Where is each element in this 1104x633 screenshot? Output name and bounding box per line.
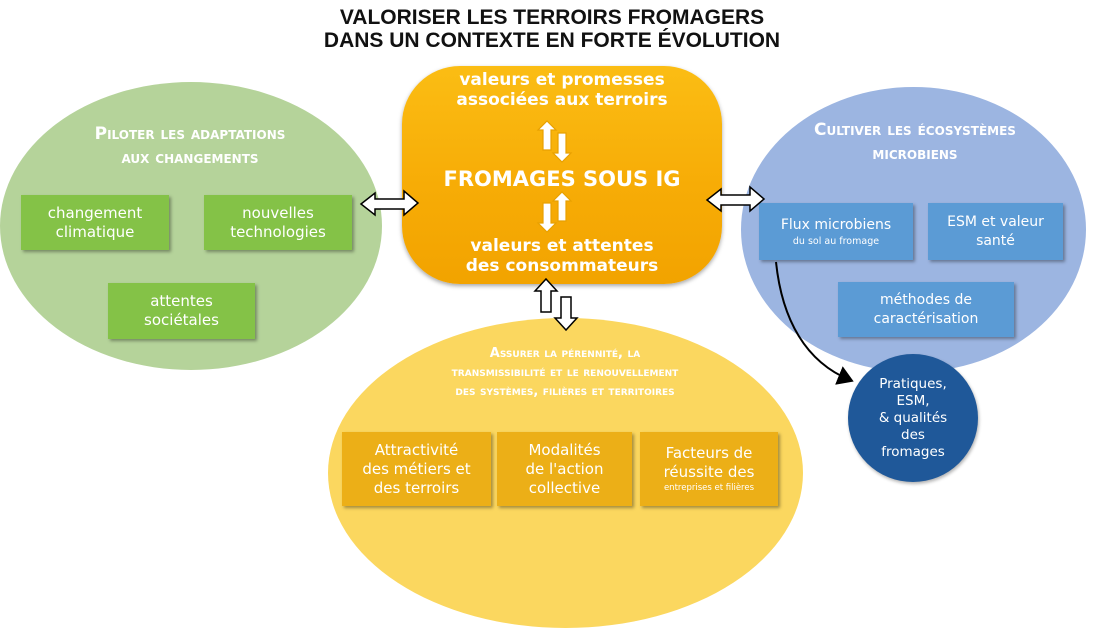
adaptation-title: Piloter les adaptations aux changements (40, 122, 340, 170)
center-upper-exchange-arrows-icon (536, 120, 573, 163)
attractiveness-line-2: des métiers et (362, 459, 471, 478)
result-line-3: & qualités (878, 409, 948, 426)
center-top-text: valeurs et promesses associées aux terro… (402, 70, 722, 110)
right-double-arrow-icon (705, 185, 766, 213)
climate-change-line-2: climatique (55, 222, 135, 241)
center-main-label: FROMAGES SOUS IG (443, 167, 681, 191)
center-top-line-2: associées aux terroirs (456, 90, 668, 110)
attractiveness-box: Attractivité des métiers et des terroirs (342, 432, 491, 506)
collective-action-line-2: de l'action (525, 459, 604, 478)
collective-action-line-1: Modalités (528, 440, 601, 459)
new-technologies-box: nouvelles technologies (204, 195, 352, 250)
left-double-arrow-icon (359, 189, 420, 217)
microbial-flow-subtext: du sol au fromage (792, 235, 880, 247)
sustainability-title: Assurer la pérennité, la transmissibilit… (380, 344, 750, 401)
microbial-flow-line-1: Flux microbiens (780, 216, 892, 233)
attractiveness-line-1: Attractivité (374, 440, 459, 459)
center-lower-exchange-arrows-icon (536, 191, 573, 233)
result-line-5: fromages (881, 443, 945, 460)
center-box (402, 66, 722, 284)
success-factors-box: Facteurs de réussite des entreprises et … (640, 432, 778, 506)
microbial-title-line-1: Cultiver les écosystèmes (814, 120, 1016, 140)
bottom-vertical-arrows-icon (533, 277, 579, 332)
center-bottom-line-1: valeurs et attentes (470, 236, 654, 256)
adaptation-title-line-1: Piloter les adaptations (94, 124, 286, 144)
sustainability-title-line-2: transmissibilité et le renouvellement (451, 365, 679, 380)
result-line-1: Pratiques, (879, 375, 947, 392)
flow-curve-arrow-icon (775, 261, 854, 385)
center-bottom-text: valeurs et attentes des consommateurs (402, 236, 722, 276)
microbial-title: Cultiver les écosystèmes microbiens (765, 118, 1065, 166)
characterisation-methods-box: méthodes de caractérisation (838, 282, 1014, 337)
societal-expectations-line-1: attentes (150, 292, 213, 310)
esm-health-line-1: ESM et valeur (947, 213, 1044, 230)
new-technologies-line-2: technologies (230, 222, 326, 241)
title-line-2: DANS UN CONTEXTE EN FORTE ÉVOLUTION (323, 29, 781, 52)
sustainability-title-line-1: Assurer la pérennité, la (489, 346, 641, 361)
result-line-4: des (901, 426, 925, 443)
climate-change-box: changement climatique (21, 195, 169, 250)
characterisation-methods-line-2: caractérisation (873, 310, 979, 327)
adaptation-title-line-2: aux changements (121, 148, 259, 168)
success-factors-line-1: Facteurs de (665, 443, 753, 462)
sustainability-title-line-3: des systèmes, filières et territoires (455, 384, 675, 399)
center-bottom-line-2: des consommateurs (465, 256, 659, 276)
success-factors-subtext: entreprises et filières (663, 482, 755, 493)
collective-action-line-3: collective (528, 478, 601, 497)
esm-health-line-2: santé (976, 232, 1015, 249)
title-line-1: VALORISER LES TERROIRS FROMAGERS (339, 6, 765, 29)
diagram-title: VALORISER LES TERROIRS FROMAGERS DANS UN… (0, 6, 1104, 52)
practices-quality-circle: Pratiques, ESM, & qualités des fromages (848, 354, 978, 482)
societal-expectations-line-2: sociétales (144, 311, 219, 329)
new-technologies-line-1: nouvelles (242, 203, 314, 222)
success-factors-line-2: réussite des (663, 462, 755, 481)
societal-expectations-box: attentes sociétales (108, 283, 255, 339)
collective-action-box: Modalités de l'action collective (497, 432, 632, 506)
attractiveness-line-3: des terroirs (373, 478, 460, 497)
center-top-line-1: valeurs et promesses (459, 70, 665, 90)
result-line-2: ESM, (896, 392, 930, 409)
microbial-title-line-2: microbiens (872, 144, 958, 164)
esm-health-box: ESM et valeur santé (928, 203, 1063, 260)
climate-change-line-1: changement (47, 203, 143, 222)
microbial-flow-box: Flux microbiens du sol au fromage (759, 203, 913, 260)
characterisation-methods-line-1: méthodes de (880, 291, 972, 308)
